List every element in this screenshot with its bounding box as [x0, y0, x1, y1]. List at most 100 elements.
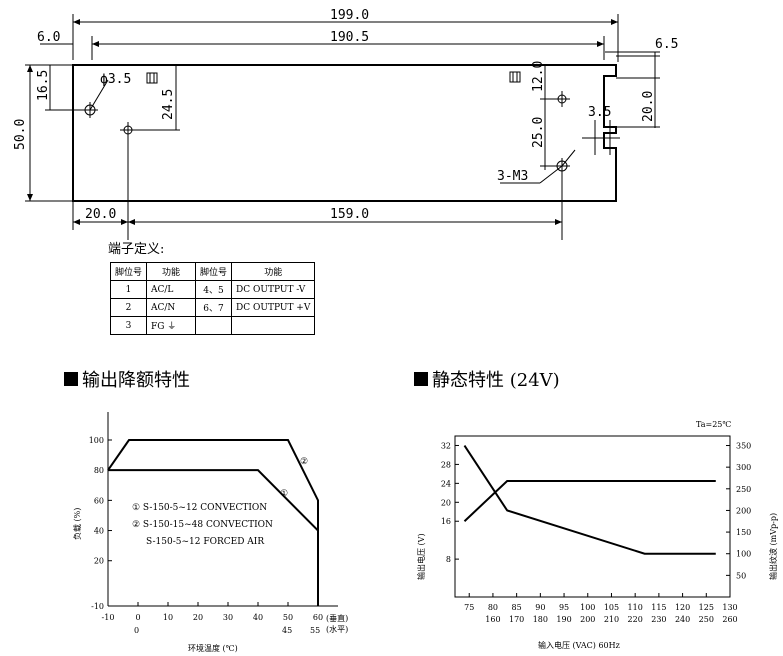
- dim-inner: 190.5: [330, 30, 369, 45]
- pin-header-1: 脚位号: [109, 262, 148, 281]
- pin-cell: [231, 316, 316, 335]
- static-ylabel-left: 输出电压 (V): [416, 533, 426, 580]
- static-x-tick-label: 95: [559, 603, 569, 612]
- static-y-tick-label: 20: [441, 498, 451, 507]
- dim-height: 50.0: [13, 119, 28, 150]
- static-x2-tick-label: 230: [651, 615, 666, 624]
- static-x2-tick-label: 260: [722, 615, 737, 624]
- square-bullet-icon: [414, 372, 428, 386]
- derating-legend-2: ② S-150-15~48 CONVECTION: [132, 520, 273, 530]
- static-note: Ta=25℃: [696, 420, 731, 429]
- static-x-tick-label: 120: [675, 603, 690, 612]
- static-x2-tick-label: 190: [556, 615, 571, 624]
- pin-cell: AC/N: [146, 298, 197, 317]
- screw-label: 3-M3: [497, 169, 528, 184]
- static-x-tick-label: 90: [535, 603, 545, 612]
- psu-outline: [72, 64, 617, 202]
- pin-cell: 6、7: [195, 298, 233, 317]
- static-x-tick-label: 105: [604, 603, 619, 612]
- static-x-tick-label: 130: [722, 603, 737, 612]
- static-x2-tick-label: 170: [509, 615, 524, 624]
- static-y2-tick-label: 350: [736, 442, 751, 451]
- static-x2-tick-label: 180: [533, 615, 548, 624]
- static-y2-tick-label: 50: [736, 571, 746, 580]
- terminal-icon-right: [509, 71, 521, 83]
- static-y2-tick-label: 250: [736, 485, 751, 494]
- static-x-tick-label: 125: [699, 603, 714, 612]
- static-ylabel-right: 输出纹波 (mVp-p): [768, 513, 778, 580]
- pin-cell: 1: [109, 280, 148, 299]
- pin-header-2: 功能: [146, 262, 197, 281]
- pin-table: 脚位号 功能 脚位号 功能 1 AC/L 4、5 DC OUTPUT -V 2 …: [109, 262, 316, 335]
- pin-cell: AC/L: [146, 280, 197, 299]
- derating-legend-1: ① S-150-5~12 CONVECTION: [132, 503, 267, 513]
- derating-x2-0: 0: [134, 626, 139, 635]
- derating-x-tick-label: 10: [163, 613, 173, 622]
- terminal-icon-left: [146, 72, 158, 84]
- pin-cell: 4、5: [195, 280, 233, 299]
- dim-24-5: 24.5: [161, 89, 176, 120]
- static-series-1: [463, 479, 716, 522]
- derating-x-tick-label: 20: [193, 613, 203, 622]
- dim-hole-dia: ϕ3.5: [100, 72, 131, 87]
- derating-x2-55: 55: [310, 626, 320, 635]
- derating-x-horizontal: (水平): [326, 624, 348, 634]
- static-x2-tick-label: 220: [628, 615, 643, 624]
- static-frame: [454, 435, 731, 598]
- derating-title: 输出降额特性: [82, 370, 190, 391]
- static-y2-tick-label: 300: [736, 463, 751, 472]
- pin-header-3: 脚位号: [195, 262, 233, 281]
- derating-y-tick-label: 60: [94, 496, 104, 505]
- derating-y-tick-label: 80: [94, 466, 104, 475]
- static-x-tick-label: 110: [628, 603, 643, 612]
- pin-cell: 3: [109, 316, 148, 335]
- static-x-tick-label: 75: [464, 603, 474, 612]
- static-y-tick-label: 8: [446, 555, 451, 564]
- dim-overall: 199.0: [330, 8, 369, 23]
- static-y2-tick-label: 150: [736, 528, 751, 537]
- derating-y-tick-label: -10: [91, 602, 104, 611]
- derating-x2-45: 45: [282, 626, 292, 635]
- pin-header-4: 功能: [231, 262, 316, 281]
- static-x-tick-label: 115: [651, 603, 666, 612]
- static-y-tick-label: 16: [441, 517, 451, 526]
- pin-definition-title: 端子定义:: [108, 242, 165, 257]
- square-bullet-icon: [64, 372, 78, 386]
- static-x-tick-label: 80: [488, 603, 498, 612]
- static-y-tick-label: 24: [441, 479, 451, 488]
- derating-y-tick-label: 40: [94, 527, 104, 536]
- dim-left-offset: 6.0: [37, 30, 60, 45]
- dim-bottom-span: 159.0: [330, 207, 369, 222]
- dim-right-offset: 6.5: [655, 37, 678, 52]
- static-x2-tick-label: 210: [604, 615, 619, 624]
- derating-y-tick-label: 20: [94, 557, 104, 566]
- derating-x-tick-label: 60: [313, 613, 323, 622]
- dim-20-0: 20.0: [641, 91, 656, 122]
- derating-x-vertical: (垂直): [326, 613, 348, 623]
- dim-bottom-left: 20.0: [85, 207, 116, 222]
- pin-table-header: 脚位号 功能 脚位号 功能: [109, 262, 316, 281]
- pin-cell: [195, 316, 233, 335]
- static-y-tick-label: 28: [441, 460, 451, 469]
- static-x2-tick-label: 240: [675, 615, 690, 624]
- derating-x-tick-label: 50: [283, 613, 293, 622]
- static-chart: Ta=25℃ 输入电压 (VAC) 60Hz 输出电压 (V) 输出纹波 (mV…: [416, 420, 778, 650]
- derating-x-tick-label: 30: [223, 613, 233, 622]
- static-y2-tick-label: 200: [736, 506, 751, 515]
- pin-cell: DC OUTPUT -V: [231, 280, 316, 299]
- derating-marker-1: ①: [280, 489, 288, 499]
- derating-x-tick-label: 40: [253, 613, 263, 622]
- derating-xlabel: 环境温度 (℃): [188, 643, 238, 653]
- table-row: 3 FG ⏚: [109, 316, 316, 335]
- derating-marker-2: ②: [300, 457, 308, 467]
- dim-3-5: 3.5: [588, 105, 611, 120]
- dim-12-0: 12.0: [531, 61, 546, 92]
- static-x2-tick-label: 160: [485, 615, 500, 624]
- static-series-2: [463, 444, 716, 555]
- pin-cell: DC OUTPUT +V: [231, 298, 316, 317]
- static-xlabel: 输入电压 (VAC) 60Hz: [538, 640, 620, 650]
- derating-y-tick-label: 100: [89, 436, 104, 445]
- derating-chart: 环境温度 (℃) 负载 (%) (垂直) (水平) 0 45 55 ① S-15…: [72, 412, 348, 653]
- static-x2-tick-label: 200: [580, 615, 595, 624]
